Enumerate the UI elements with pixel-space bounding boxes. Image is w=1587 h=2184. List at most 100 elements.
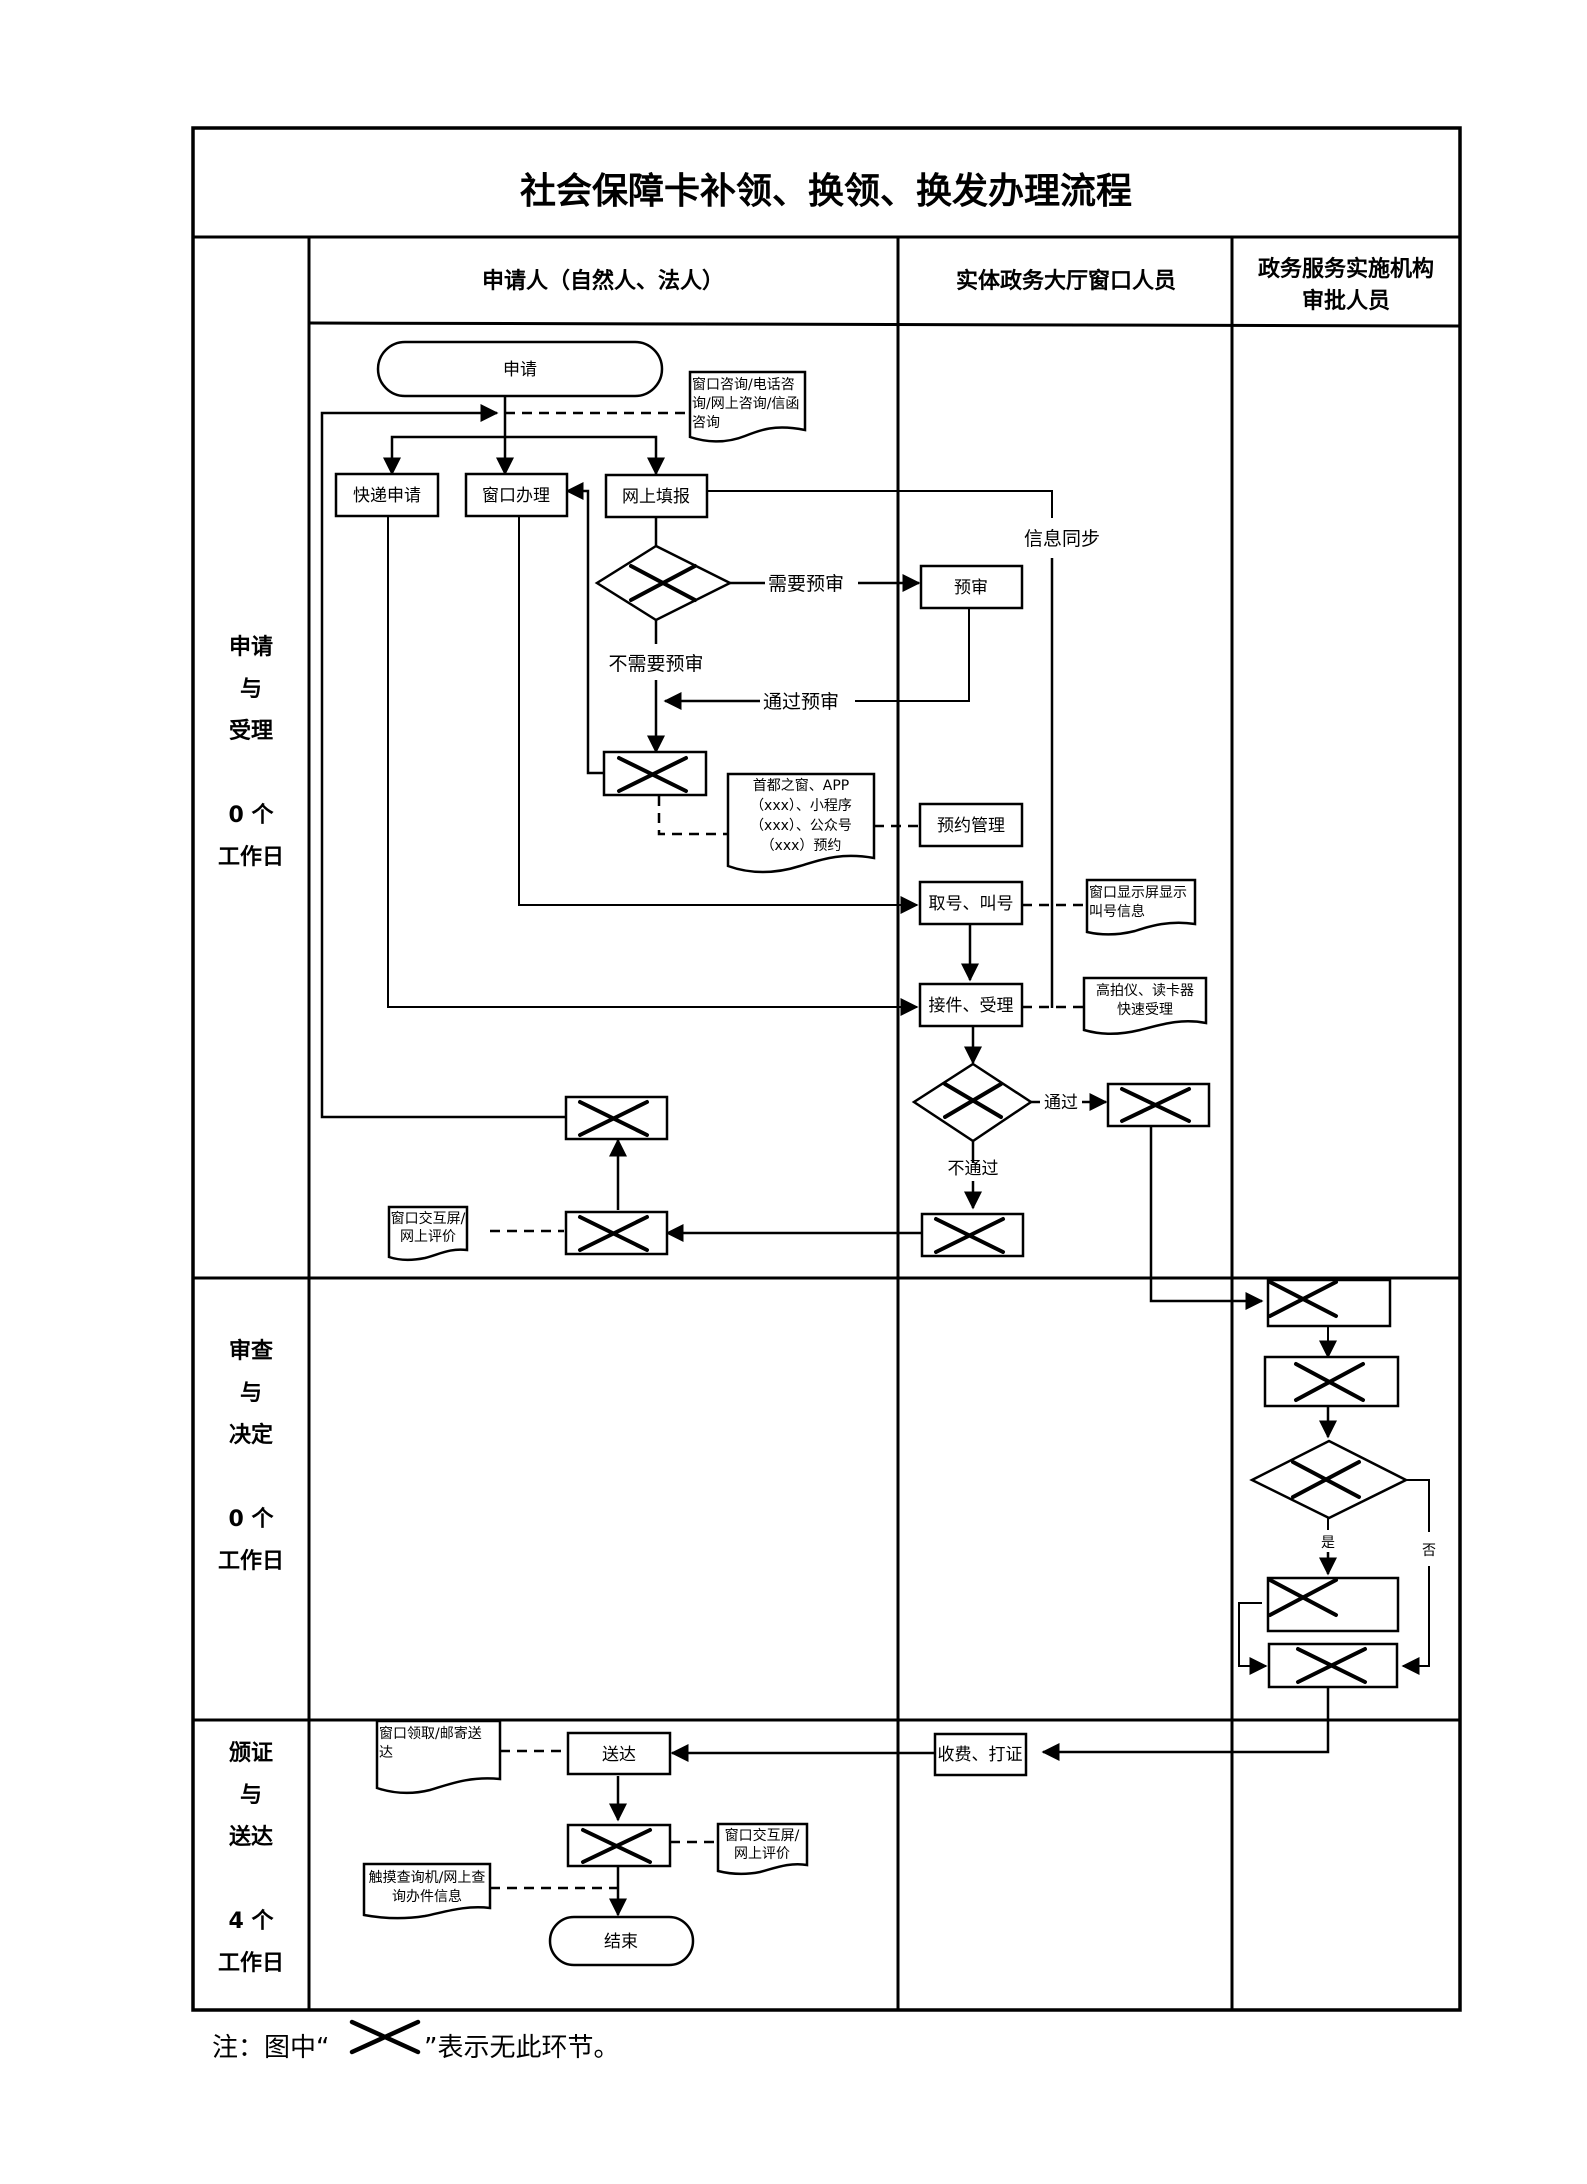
edge-no-b: [1401, 1566, 1430, 1675]
review-decision-na: [1249, 1439, 1409, 1520]
queue-call-node: 取号、叫号: [918, 880, 1024, 926]
consult-document: 窗口咨询/电话咨 询/网上咨询/信函 咨询: [688, 370, 807, 443]
edge-info-sync-a: [707, 490, 1053, 518]
doc-line: （xxx）、小程序: [750, 798, 852, 814]
end-node: 结束: [548, 1915, 695, 1967]
booking-channels-document: 首都之窗、APP （xxx）、小程序 （xxx）、公众号 （xxx）预约: [726, 772, 876, 874]
applicant-notify-step-na: [564, 1210, 669, 1256]
node-label: 预审: [954, 578, 988, 598]
not-applicable-icon: [578, 1100, 649, 1137]
stage-name: 决定: [229, 1422, 273, 1448]
edge-label-fail: 不通过: [948, 1159, 999, 1179]
pass-step-na: [1106, 1082, 1211, 1128]
scanner-document: 高拍仪、读卡器 快速受理: [1082, 976, 1208, 1035]
doc-line: 窗口交互屏/: [725, 1827, 800, 1844]
node-label: 收费、打证: [938, 1745, 1023, 1765]
stage-days: 工作日: [218, 845, 284, 870]
node-label: 网上填报: [622, 487, 690, 507]
doc-line: 咨询: [692, 415, 720, 431]
decision-result-step-na: [1267, 1642, 1399, 1689]
table-frame: [191, 126, 1462, 2012]
doc-line: 快速受理: [1117, 1002, 1173, 1018]
stage-days: 4 个: [229, 1909, 275, 1934]
stage-name: 与: [240, 1783, 262, 1808]
node-label: 预约管理: [937, 816, 1005, 836]
stage-days: 工作日: [218, 1951, 284, 1976]
doc-line: 首都之窗、APP: [753, 777, 849, 794]
stage-issue-deliver: 颁证 与 送达 4 个 工作日: [218, 1741, 284, 1976]
edge-split-to-express: [383, 435, 505, 476]
doc-line: （xxx）预约: [761, 838, 842, 854]
query-document: 触摸查询机/网上查 询办件信息: [362, 1862, 492, 1920]
edge-booking-to-window: [565, 482, 604, 775]
stage-name: 受理: [229, 718, 273, 744]
lane-header-applicant: 申请人（自然人、法人）: [482, 268, 724, 294]
deliver-node: 送达: [566, 1731, 672, 1776]
edge-window-to-queue: [518, 516, 919, 914]
footnote: 注：图中“ ”表示无此环节。: [212, 2019, 619, 2063]
doc-line: 叫号信息: [1089, 903, 1145, 920]
stage-days: 0 个: [229, 803, 275, 828]
doc-line: 高拍仪、读卡器: [1096, 982, 1194, 999]
edge-no-a: [1406, 1479, 1430, 1532]
approve-step-na: [1266, 1576, 1400, 1633]
not-applicable-icon: [1294, 1362, 1365, 1402]
not-applicable-icon: [1120, 1087, 1191, 1123]
fail-step-na: [920, 1212, 1025, 1258]
doc-line: 窗口交互屏/: [391, 1210, 466, 1227]
applicant-return-step-na: [564, 1095, 669, 1141]
stage-name: 颁证: [229, 1741, 273, 1766]
edge-label-no-prereview: 不需要预审: [608, 653, 703, 675]
edge-express-to-accept: [387, 513, 919, 1016]
node-label: 取号、叫号: [929, 894, 1014, 914]
screen-display-document: 窗口显示屏显示 叫号信息: [1085, 878, 1197, 936]
not-applicable-icon: [1296, 1647, 1367, 1684]
not-applicable-icon: [578, 1215, 649, 1252]
fee-print-node: 收费、打证: [933, 1732, 1028, 1777]
booking-step-na: [602, 750, 708, 797]
not-applicable-icon: [943, 1082, 1003, 1119]
doc-line: 达: [379, 1745, 393, 1761]
not-applicable-icon: [349, 2019, 421, 2055]
edge-label-need-prereview: 需要预审: [768, 573, 844, 595]
node-label: 接件、受理: [929, 996, 1014, 1016]
stage-days: 0 个: [229, 1507, 275, 1532]
window-office-node: 窗口办理: [464, 472, 569, 518]
appointment-management-node: 预约管理: [918, 802, 1024, 848]
not-applicable-icon: [1268, 1578, 1338, 1617]
edge-label-no: 否: [1422, 1543, 1436, 1559]
not-applicable-icon: [1291, 1460, 1361, 1499]
stage-name: 与: [240, 1381, 262, 1406]
page-title: 社会保障卡补领、换领、换发办理流程: [520, 171, 1132, 212]
prereview-decision-na: [594, 544, 733, 622]
edge-label-info-sync: 信息同步: [1024, 528, 1100, 550]
doc-line: 询办件信息: [392, 1888, 462, 1905]
node-label: 快递申请: [353, 486, 421, 506]
edge-yes-to-final: [1238, 1602, 1268, 1675]
stage-name: 与: [240, 677, 262, 702]
doc-line: 窗口咨询/电话咨: [692, 376, 795, 393]
edge-pass-to-review: [1149, 1125, 1264, 1310]
stage-apply-accept: 申请 与 受理 0 个 工作日: [218, 634, 284, 870]
start-label: 申请: [503, 360, 537, 380]
edge-label-pass: 通过: [1044, 1093, 1078, 1113]
footnote-suffix: ”表示无此环节。: [424, 2033, 619, 2063]
edge-final-to-fee: [1041, 1688, 1330, 1761]
not-applicable-icon: [1268, 1280, 1338, 1318]
connectors: [320, 396, 1430, 1917]
lane-header-approver-line2: 审批人员: [1302, 288, 1390, 314]
node-label: 送达: [602, 1745, 636, 1765]
evaluate-document-2: 窗口交互屏/ 网上评价: [716, 1822, 809, 1876]
lane-header-window-staff: 实体政务大厅窗口人员: [956, 268, 1176, 294]
edge-split-to-online: [505, 435, 665, 476]
pickup-mail-document: 窗口领取/邮寄送 达: [375, 1719, 502, 1795]
doc-line: 窗口显示屏显示: [1089, 884, 1187, 901]
not-applicable-icon: [629, 564, 697, 602]
prereview-node: 预审: [919, 564, 1024, 610]
doc-line: 询/网上咨询/信函: [692, 396, 799, 412]
start-node: 申请: [376, 340, 664, 398]
stage-name: 送达: [229, 1824, 273, 1850]
stage-name: 申请: [229, 634, 273, 660]
stage-name: 审查: [229, 1338, 273, 1364]
doc-line: 窗口领取/邮寄送: [379, 1725, 482, 1742]
